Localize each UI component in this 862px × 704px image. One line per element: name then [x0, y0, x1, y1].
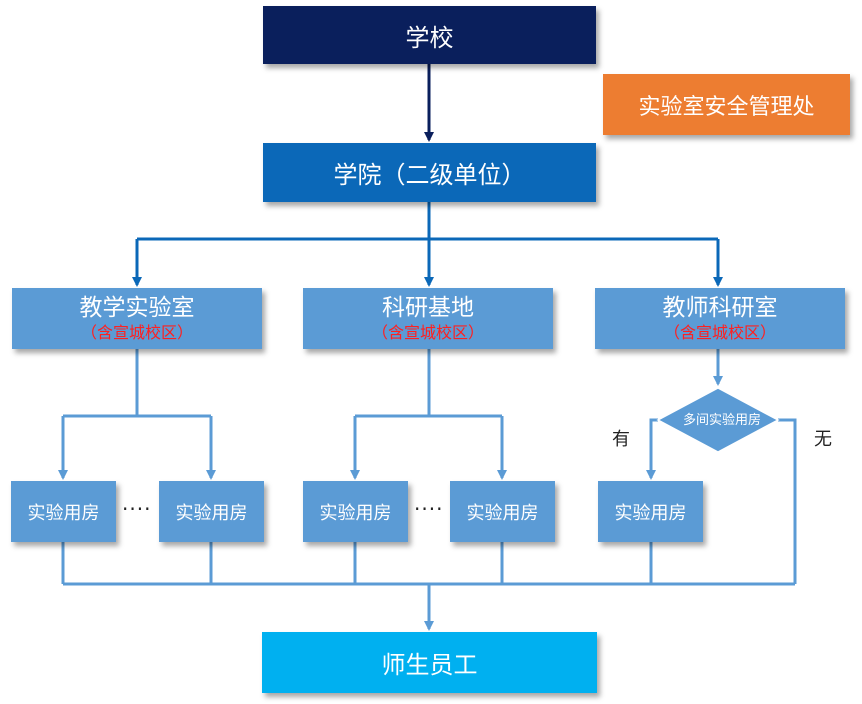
- teacher-research-room-box: 教师科研室 （含宣城校区）: [595, 288, 845, 349]
- office-label: 实验室安全管理处: [638, 94, 815, 120]
- teaching-lab-note: （含宣城校区）: [80, 322, 193, 342]
- college-branches: [132, 202, 723, 287]
- ellipsis-1: ····: [122, 497, 152, 521]
- decision-yes-label: 有: [612, 429, 630, 450]
- lab-room-label: 实验用房: [614, 502, 687, 524]
- research-base-note: （含宣城校区）: [371, 322, 484, 342]
- ellipsis-2: ····: [414, 497, 444, 521]
- school-label: 学校: [405, 23, 454, 52]
- lab-room-box: 实验用房: [303, 481, 408, 542]
- teacher-research-room-title: 教师科研室: [662, 294, 778, 321]
- lab-room-box: 实验用房: [11, 481, 116, 542]
- staff-label: 师生员工: [381, 651, 478, 679]
- staff-box: 师生员工: [262, 632, 597, 693]
- college-label: 学院（二级单位）: [333, 161, 526, 189]
- lab-room-label: 实验用房: [466, 502, 539, 524]
- lab-room-label: 实验用房: [175, 502, 248, 524]
- teacher-research-room-note: （含宣城校区）: [663, 322, 776, 342]
- college-box: 学院（二级单位）: [263, 143, 596, 202]
- lab-room-box: 实验用房: [159, 481, 264, 542]
- lab-room-label: 实验用房: [319, 502, 392, 524]
- research-base-box: 科研基地 （含宣城校区）: [303, 288, 553, 349]
- school-box: 学校: [263, 6, 596, 64]
- decision-no-label: 无: [814, 429, 832, 450]
- lab-room-label: 实验用房: [27, 502, 100, 524]
- lab-room-box: 实验用房: [598, 481, 703, 542]
- research-base-title: 科研基地: [382, 294, 474, 321]
- lab-safety-office-box: 实验室安全管理处: [603, 74, 850, 135]
- decision-diamond: [656, 387, 780, 453]
- teaching-lab-box: 教学实验室 （含宣城校区）: [12, 288, 262, 349]
- decision-label: 多间实验用房: [682, 413, 761, 428]
- teaching-lab-title: 教学实验室: [79, 294, 195, 321]
- lower-connectors: [58, 349, 797, 631]
- lab-room-box: 实验用房: [450, 481, 555, 542]
